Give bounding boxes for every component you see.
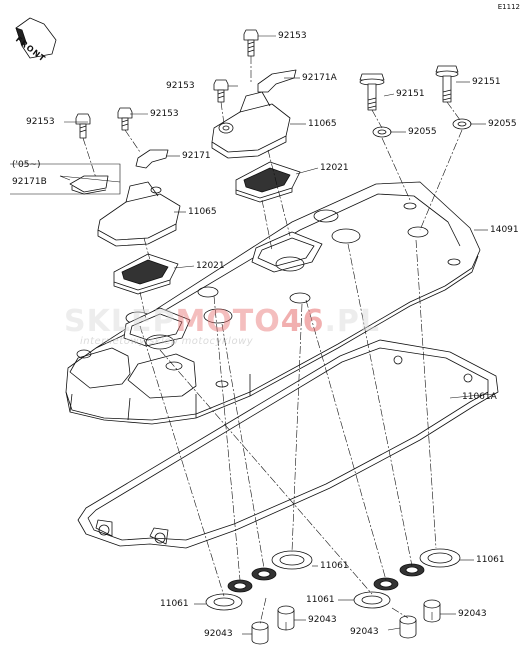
part-label-bracket-top: 92171A: [302, 73, 337, 83]
part-label-bolt-left-upper: 92153: [166, 81, 195, 91]
part-label-bracket-mid: 92171: [182, 151, 211, 161]
part-label-seal-left: 11061: [160, 599, 189, 609]
washer-a-part: [372, 126, 392, 138]
front-arrow-icon: [15, 17, 57, 59]
bolt-top-part: [243, 29, 259, 57]
cover-gasket-part: [77, 339, 499, 549]
leader-lines: [10, 35, 495, 635]
part-label-washer-a: 92055: [408, 127, 437, 137]
part-label-breather-lower: 11065: [188, 207, 217, 217]
part-label-bush-right: 92043: [458, 609, 487, 619]
bolt-right-b-part: [435, 65, 459, 103]
part-label-bracket-b: 92171B: [12, 177, 47, 187]
part-label-bolt-mid: 92153: [150, 109, 179, 119]
part-label-washer-b: 92055: [488, 119, 517, 129]
bushing-left-part: [251, 621, 269, 645]
assembly-lines: [82, 56, 463, 630]
watermark-brand-c: 46: [280, 304, 325, 339]
part-label-gasket: 11061A: [462, 392, 497, 402]
washer-b-part: [452, 118, 472, 130]
bolt-mid-part: [117, 107, 133, 131]
note-label: ('05~): [12, 160, 41, 170]
seal-set-middle-part: [353, 577, 399, 609]
part-label-cover: 14091: [490, 225, 519, 235]
part-label-seal-right: 11061: [476, 555, 505, 565]
part-label-seal-center: 11061: [320, 561, 349, 571]
part-label-bolt-right-b: 92151: [472, 77, 501, 87]
diagram-code: E1112: [497, 3, 520, 11]
part-label-bolt-far-left: 92153: [26, 117, 55, 127]
part-label-bolt-right-a: 92151: [396, 89, 425, 99]
breather-cover-upper-part: [211, 91, 291, 159]
watermark-tagline: internetowy sklep motocyklowy: [80, 336, 254, 347]
part-label-bolt-top: 92153: [278, 31, 307, 41]
breather-cover-lower-part: [97, 181, 181, 247]
bushing-center-part: [277, 605, 295, 631]
watermark-logo: SKLEPMOTO46.PL: [64, 304, 380, 339]
bolt-far-left-part: [75, 113, 91, 139]
bolt-left-upper-part: [213, 79, 229, 103]
seal-set-left-part: [205, 579, 253, 611]
part-label-reed-upper: 12021: [320, 163, 349, 173]
part-label-bush-center: 92043: [308, 615, 337, 625]
part-label-seal-middle: 11061: [306, 595, 335, 605]
part-label-bush-middle: 92043: [350, 627, 379, 637]
watermark-brand-d: .PL: [324, 304, 381, 339]
part-label-reed-lower: 12021: [196, 261, 225, 271]
seal-set-right-part: [399, 548, 461, 577]
reed-valve-lower-part: [113, 253, 179, 295]
seal-set-center-part: [251, 550, 313, 581]
part-label-breather-upper: 11065: [308, 119, 337, 129]
bushing-middle-part: [399, 615, 417, 639]
watermark-brand-b: MOTO: [175, 304, 281, 339]
bolt-right-a-part: [359, 73, 385, 111]
reed-valve-upper-part: [235, 161, 301, 203]
part-label-bush-left: 92043: [204, 629, 233, 639]
bracket-92171-part: [135, 149, 169, 169]
bracket-92171a-part: [257, 69, 297, 93]
watermark-brand-a: SKLEP: [64, 304, 176, 339]
